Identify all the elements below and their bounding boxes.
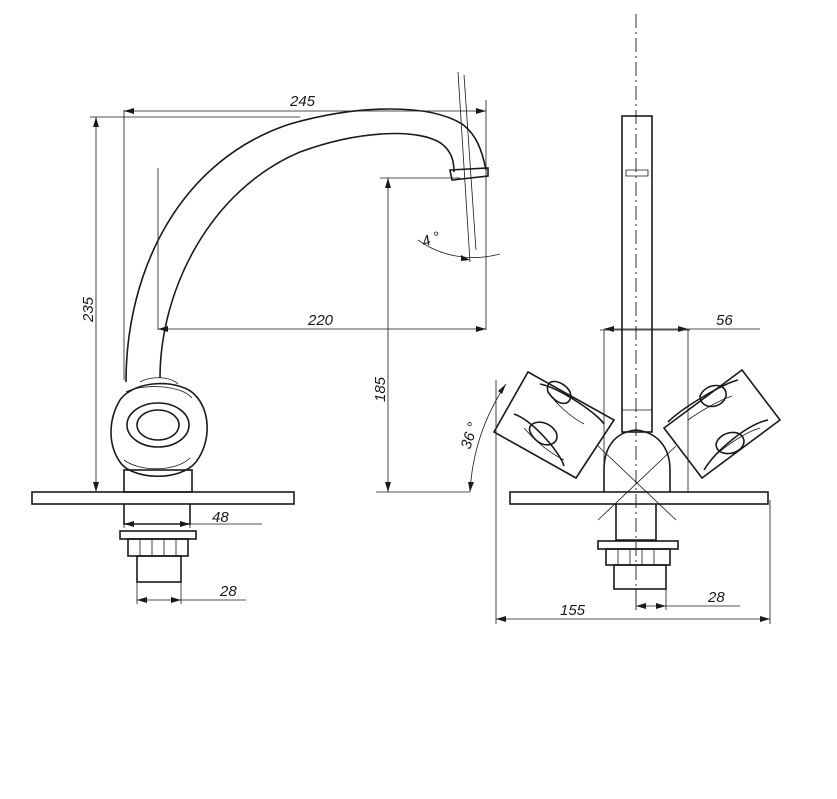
front-nut	[597, 540, 679, 550]
dim-handle-angle: 36 °	[458, 420, 482, 451]
side-stem	[123, 469, 193, 493]
front-spout-column	[621, 115, 653, 433]
front-nut-body	[605, 548, 671, 566]
front-view	[492, 14, 782, 612]
dim-handle-offset: 56	[716, 312, 733, 329]
dim-spout-reach: 245	[289, 93, 316, 110]
side-handle-inner	[136, 409, 180, 441]
front-body	[603, 429, 671, 492]
side-threaded-pipe	[136, 555, 182, 583]
dim-body-height: 235	[80, 296, 97, 323]
front-threaded-pipe	[613, 564, 667, 590]
dim-spout-reach-inner: 220	[307, 312, 334, 329]
dim-body-diameter: 48	[212, 509, 229, 526]
front-dimensions: 56 36 ° 155 28	[458, 312, 771, 624]
side-nut	[119, 530, 197, 540]
dim-spout-angle: 4 °	[420, 228, 443, 250]
side-body	[110, 382, 208, 478]
front-left-handle	[492, 370, 616, 480]
dim-shank-diameter-front: 28	[707, 589, 725, 606]
side-dimensions: 245 235 220 185 4 ° 48 28	[80, 71, 501, 604]
front-right-handle	[662, 368, 782, 480]
side-handle-outer	[126, 402, 190, 448]
side-view	[31, 108, 489, 583]
dim-outlet-height: 185	[372, 376, 389, 402]
side-nut-ribs	[139, 539, 177, 556]
side-spout-tip	[449, 167, 489, 181]
side-spout-inner	[159, 132, 455, 379]
side-body-detail	[123, 377, 193, 470]
dim-shank-diameter-side: 28	[219, 583, 237, 600]
front-base-plate	[509, 491, 769, 505]
side-nut-body	[127, 538, 189, 557]
front-shank	[615, 504, 657, 541]
front-cross-lines	[597, 445, 677, 521]
side-shank	[123, 504, 191, 525]
side-base-plate	[31, 491, 295, 505]
dim-base-width: 155	[560, 602, 586, 619]
